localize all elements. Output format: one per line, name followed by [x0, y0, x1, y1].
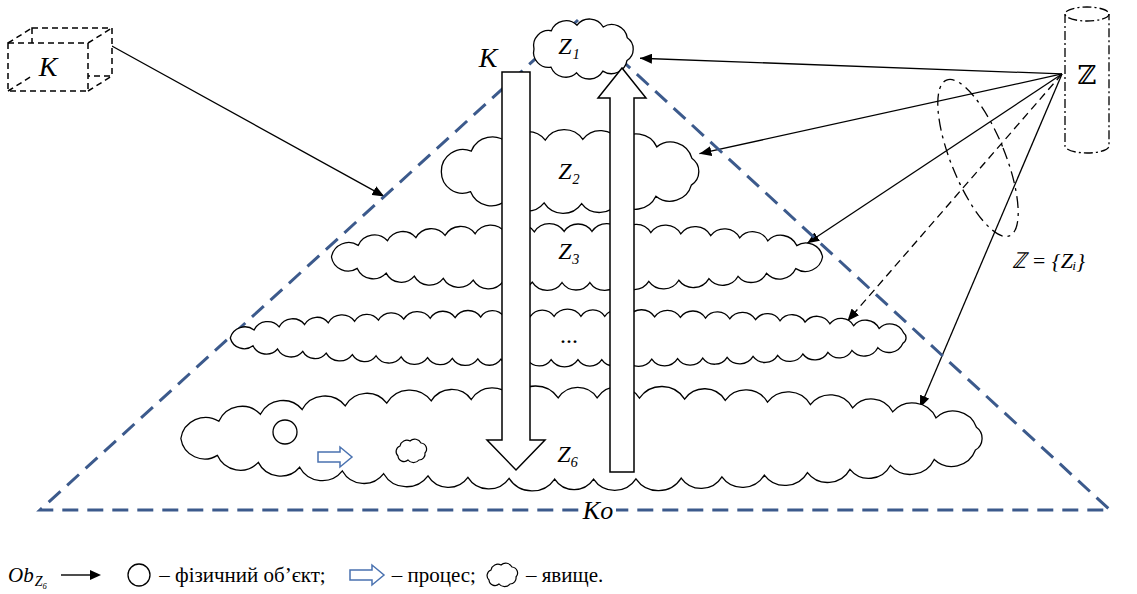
set-label: ℤ = {Zᵢ} [1012, 244, 1085, 274]
connector-arrow [699, 74, 1062, 154]
level-cloud-outline [525, 16, 642, 82]
level-cloud: Z₂ [430, 128, 715, 215]
legend-object-sample [125, 561, 153, 589]
legend-text: – процес; [392, 563, 476, 588]
level-label: Z₂ [558, 158, 580, 186]
connector-arrow [640, 58, 1062, 74]
concept-cube: K [4, 25, 120, 95]
process-symbol [318, 447, 352, 467]
level-cloud: ... [222, 308, 922, 368]
legend-object-subscript: Z₆ [35, 574, 48, 590]
connector-group [112, 46, 1062, 408]
legend-text: – явище. [526, 563, 603, 588]
connector-arrow [807, 74, 1062, 243]
cube-edge [8, 28, 112, 91]
phenomenon-symbol [396, 439, 426, 463]
descending-arrow [487, 72, 545, 470]
level-label: Z₃ [558, 238, 580, 266]
cloud-outline [534, 19, 634, 79]
legend-mapping-arrow [61, 568, 101, 582]
concept-cube-outline [4, 25, 120, 95]
connector-arrow [847, 74, 1062, 321]
cloud-outline [230, 309, 906, 367]
legend-object-symbol: Ob [8, 563, 34, 588]
legend-text: – фізичний об’єкт; [159, 563, 325, 588]
phenomenon-cloud [487, 563, 517, 587]
ascending-arrow [598, 68, 646, 472]
arrow-head [90, 570, 101, 580]
legend-phenomenon-sample [486, 562, 520, 588]
level-label: Z₁ [558, 33, 580, 61]
level-label: Z₆ [557, 441, 579, 469]
apex-symbol: K [479, 42, 498, 74]
connector-arrow [920, 74, 1062, 408]
ellipsis-label: ... [560, 322, 578, 350]
legend-row: ObZ₆ – фізичний об’єкт; – процес; – явище. [8, 558, 603, 592]
pyramid-outline [40, 20, 1110, 510]
level-cloud: Z₁ [525, 16, 642, 82]
connector-arrow [112, 46, 384, 196]
object-circle [128, 564, 150, 586]
arrow-shaft [61, 574, 91, 575]
set-cylinder: ℤ [1062, 4, 1112, 156]
physical-object-symbol [273, 420, 297, 444]
level-cloud: Z₆ [168, 385, 1005, 492]
legend-process-sample [348, 564, 386, 586]
base-symbol: Ko [580, 496, 616, 526]
cloud-outline [441, 130, 698, 214]
level-cloud: Z₃ [322, 222, 832, 292]
grouping-ellipse [921, 70, 1034, 246]
cloud-outline [331, 224, 822, 291]
cylinder-top [1065, 7, 1109, 21]
level-cloud-outline [168, 385, 1005, 492]
set-symbol: ℤ [1078, 61, 1097, 91]
cylinder-body [1065, 14, 1109, 153]
concept-symbol: K [39, 51, 58, 83]
cloud-outline [181, 386, 982, 491]
process-arrow [350, 565, 384, 585]
knowledge-pyramid: KKoZ₁Z₂Z₃...Z₆ [40, 14, 1112, 512]
